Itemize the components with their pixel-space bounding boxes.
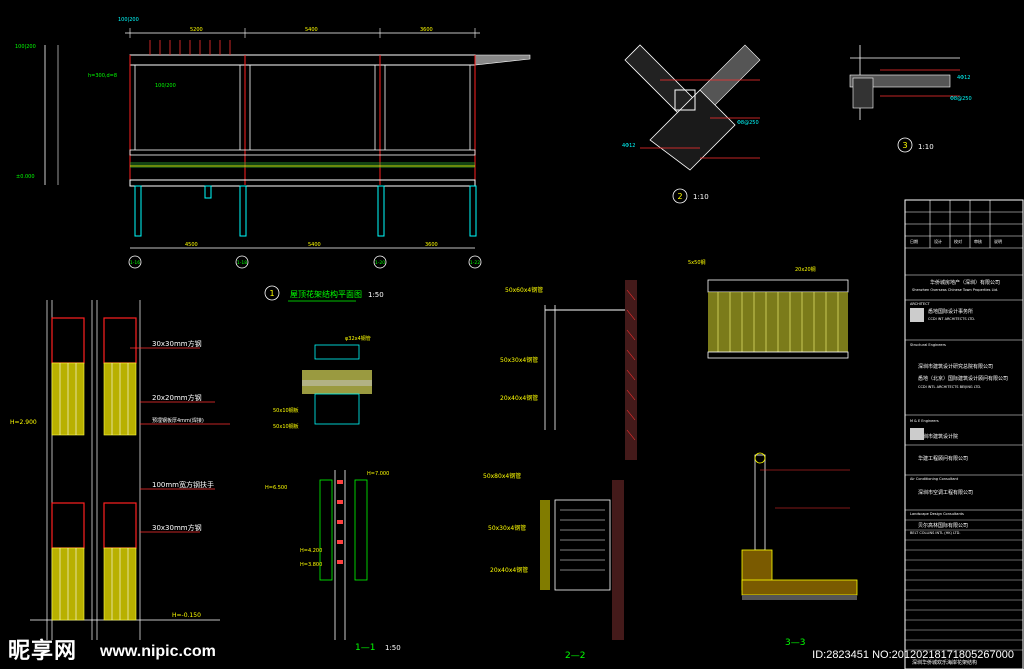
svg-text:4500: 4500 (185, 242, 198, 248)
roof-plan-scale: 1:50 (368, 291, 384, 299)
svg-text:20x20钢: 20x20钢 (795, 266, 816, 273)
section-1-1-title: 1—1 (355, 643, 375, 653)
svg-text:50x80x4钢管: 50x80x4钢管 (483, 472, 521, 480)
svg-text:1-22: 1-22 (470, 260, 480, 266)
svg-text:CCDI INTL ARCHITECTS BEIJING: CCDI INTL ARCHITECTS BEIJING LTD. (918, 385, 981, 389)
svg-text:CCDI INT ARCHITECTS LTD.: CCDI INT ARCHITECTS LTD. (928, 317, 975, 321)
svg-text:华侨城房地产（深圳）有限公司: 华侨城房地产（深圳）有限公司 (930, 279, 1000, 286)
svg-text:100|200: 100|200 (15, 44, 36, 50)
svg-text:Φ8@250: Φ8@250 (950, 96, 972, 102)
svg-text:30x30mm方钢: 30x30mm方钢 (152, 339, 202, 348)
roof-structure-plan: 5200 5400 3600 100|200 (15, 17, 531, 302)
svg-text:深圳市建筑设计院: 深圳市建筑设计院 (918, 433, 958, 440)
svg-text:深圳市建筑设计研究总院有限公司: 深圳市建筑设计研究总院有限公司 (918, 363, 993, 370)
svg-text:BELT COLLINS INTL (HK) LTD.: BELT COLLINS INTL (HK) LTD. (910, 531, 960, 535)
svg-text:H=6.500: H=6.500 (265, 485, 287, 491)
railing-panel-detail: 5x50钢 20x20钢 (688, 259, 849, 359)
svg-text:Φ8@250: Φ8@250 (737, 120, 759, 126)
svg-text:φ32x4钢管: φ32x4钢管 (345, 335, 371, 342)
svg-text:1:50: 1:50 (385, 644, 401, 652)
svg-text:贝尔高林国际有限公司: 贝尔高林国际有限公司 (918, 522, 968, 529)
svg-text:20x40x4钢管: 20x40x4钢管 (500, 394, 538, 402)
svg-text:50x30x4钢管: 50x30x4钢管 (500, 356, 538, 364)
svg-text:H=-0.150: H=-0.150 (172, 612, 201, 619)
svg-text:50x60x4钢管: 50x60x4钢管 (505, 286, 543, 294)
svg-text:5200: 5200 (190, 27, 203, 33)
svg-text:Landscape Design Consultants: Landscape Design Consultants (910, 512, 964, 516)
svg-text:H=3.800: H=3.800 (300, 562, 322, 568)
detail-2-diagonal-beam: Φ8@250 4Φ12 2 1:10 (622, 44, 761, 204)
svg-text:50x10钢板: 50x10钢板 (273, 407, 299, 414)
svg-text:华建工程顾问有限公司: 华建工程顾问有限公司 (918, 455, 968, 462)
svg-text:±0.000: ±0.000 (16, 174, 35, 180)
roof-plan-title: 屋顶花架结构平面图 (290, 289, 362, 299)
svg-text:预埋钢板厚4mm(焊接): 预埋钢板厚4mm(焊接) (152, 417, 204, 424)
svg-text:审核: 审核 (974, 238, 982, 244)
section-3-3: 3—3 (741, 452, 858, 648)
section-1-1: H=7.000 H=6.500 H=4.200 H=3.800 1—1 1:50 (265, 470, 401, 653)
detail-3-beam-end: 4Φ12 Φ8@250 3 1:10 (849, 45, 972, 153)
svg-text:3600: 3600 (420, 27, 433, 33)
railing-post-detail: φ32x4钢管 50x10钢板 50x10钢板 (273, 335, 372, 430)
railing-elevation: 30x30mm方钢 20x20mm方钢 预埋钢板厚4mm(焊接) 100mm宽方… (10, 300, 230, 640)
svg-text:深圳华侨城欢乐海岸花架结构: 深圳华侨城欢乐海岸花架结构 (912, 659, 977, 666)
svg-text:100mm宽方钢扶手: 100mm宽方钢扶手 (152, 480, 214, 489)
svg-text:20x20mm方钢: 20x20mm方钢 (152, 393, 202, 402)
svg-text:50x10钢板: 50x10钢板 (273, 423, 299, 430)
svg-text:1-18: 1-18 (237, 260, 247, 266)
watermark-id: ID:2823451 NO:20120218171805267000 (812, 649, 1014, 661)
svg-text:悉地国际设计事务所: 悉地国际设计事务所 (928, 308, 973, 315)
section-2-2-title: 2—2 (565, 651, 585, 661)
svg-text:说明: 说明 (994, 238, 1002, 244)
watermark-logo: 昵享网 (8, 638, 78, 663)
svg-text:深圳市空调工程有限公司: 深圳市空调工程有限公司 (918, 489, 973, 496)
svg-text:50x30x4钢管: 50x30x4钢管 (488, 524, 526, 532)
svg-text:5x50钢: 5x50钢 (688, 259, 706, 266)
svg-text:4Φ12: 4Φ12 (622, 143, 635, 149)
section-3-3-title: 3—3 (785, 638, 805, 648)
view-number-1: 1 (269, 289, 274, 298)
svg-text:30x30mm方钢: 30x30mm方钢 (152, 523, 202, 532)
svg-text:1:10: 1:10 (918, 143, 934, 151)
svg-text:100/200: 100/200 (155, 83, 176, 89)
svg-text:5400: 5400 (305, 27, 318, 33)
svg-text:设计: 设计 (934, 238, 942, 244)
watermark-site: www.nipic.com (100, 643, 216, 660)
svg-text:M & E Engineers: M & E Engineers (910, 419, 939, 423)
svg-text:H=2.900: H=2.900 (10, 419, 37, 426)
svg-text:2: 2 (677, 192, 682, 201)
svg-text:1-16: 1-16 (130, 260, 140, 266)
svg-text:H=7.000: H=7.000 (367, 471, 389, 477)
svg-text:h=300,d=8: h=300,d=8 (88, 73, 117, 79)
title-block: 日期 设计 校对 审核 说明 华侨城房地产（深圳）有限公司 Shenzhen O… (904, 199, 1024, 669)
svg-text:3: 3 (902, 141, 907, 150)
svg-text:Air Conditioning Consultant: Air Conditioning Consultant (910, 477, 959, 481)
svg-text:100|200: 100|200 (118, 17, 139, 23)
svg-text:校对: 校对 (954, 238, 962, 244)
svg-text:20x40x4钢管: 20x40x4钢管 (490, 566, 528, 574)
svg-text:3600: 3600 (425, 242, 438, 248)
svg-text:Shenzhen Overseas Chinese Town: Shenzhen Overseas Chinese Town Propertie… (912, 288, 998, 292)
svg-text:悉地（北京）国际建筑设计顾问有限公司: 悉地（北京）国际建筑设计顾问有限公司 (918, 375, 1008, 382)
svg-text:日期: 日期 (910, 238, 918, 244)
svg-text:4Φ12: 4Φ12 (957, 75, 970, 81)
svg-text:5400: 5400 (308, 242, 321, 248)
steel-tube-details: 50x60x4钢管 50x30x4钢管 20x40x4钢管 50x80x4钢管 … (483, 280, 637, 661)
svg-text:ARCHITECT: ARCHITECT (910, 302, 931, 306)
svg-text:Structural Engineers: Structural Engineers (910, 343, 946, 347)
svg-text:H=4.200: H=4.200 (300, 548, 322, 554)
svg-text:1-20: 1-20 (375, 260, 385, 266)
svg-text:1:10: 1:10 (693, 193, 709, 201)
